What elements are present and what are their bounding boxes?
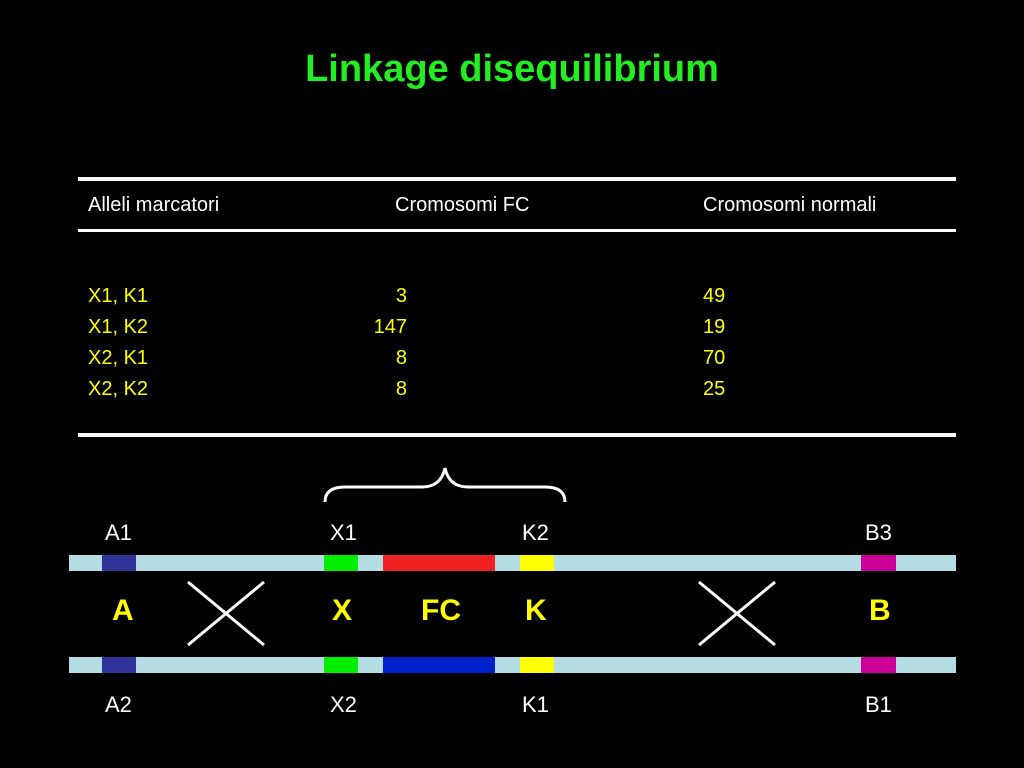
allele-label-k1: K1 (522, 692, 549, 717)
table-row: X1, K2 147 19 (0, 316, 1024, 347)
cell-normal: 19 (703, 316, 726, 338)
crossover-left (187, 580, 265, 647)
cell-normal: 49 (703, 285, 726, 307)
cell-fc: 3 (395, 285, 407, 307)
cell-fc: 147 (373, 316, 407, 338)
marker-b3 (861, 555, 896, 571)
allele-label-b1: B1 (865, 692, 892, 717)
marker-x2 (324, 657, 358, 673)
table-header-rule (78, 229, 956, 232)
locus-label-fc: FC (421, 594, 461, 627)
marker-k2 (520, 555, 554, 571)
table-top-rule (78, 177, 956, 181)
chromosome-bottom (69, 657, 956, 673)
locus-label-b: B (869, 594, 891, 627)
cell-fc: 8 (395, 378, 407, 400)
allele-label-a2: A2 (105, 692, 132, 717)
fc-region-top (383, 555, 495, 571)
crossover-right (698, 580, 776, 647)
allele-label-x2: X2 (330, 692, 357, 717)
header-fc: Cromosomi FC (395, 194, 530, 216)
cell-alleles: X2, K1 (88, 347, 149, 369)
cell-fc: 8 (395, 347, 407, 369)
locus-label-x: X (332, 594, 353, 627)
locus-label-a: A (112, 594, 134, 627)
chromosome-top (69, 555, 956, 571)
allele-label-k2: K2 (522, 520, 549, 545)
cell-normal: 70 (703, 347, 726, 369)
locus-label-k: K (525, 594, 547, 627)
cell-normal: 25 (703, 378, 726, 400)
allele-label-a1: A1 (105, 520, 132, 545)
header-alleles: Alleli marcatori (88, 194, 220, 216)
cell-alleles: X1, K2 (88, 316, 149, 338)
marker-a1 (102, 555, 136, 571)
fc-region-bottom (383, 657, 495, 673)
allele-label-b3: B3 (865, 520, 892, 545)
region-brace (323, 467, 567, 503)
table-row: X1, K1 3 49 (0, 285, 1024, 316)
table-row: X2, K1 8 70 (0, 347, 1024, 378)
marker-x1 (324, 555, 358, 571)
cell-alleles: X1, K1 (88, 285, 149, 307)
header-normal: Cromosomi normali (703, 194, 877, 216)
marker-a2 (102, 657, 136, 673)
cell-alleles: X2, K2 (88, 378, 149, 400)
marker-b1 (861, 657, 896, 673)
table-row: X2, K2 8 25 (0, 378, 1024, 409)
allele-label-x1: X1 (330, 520, 357, 545)
marker-k1 (520, 657, 554, 673)
page-title: Linkage disequilibrium (305, 48, 719, 90)
table-bottom-rule (78, 433, 956, 437)
